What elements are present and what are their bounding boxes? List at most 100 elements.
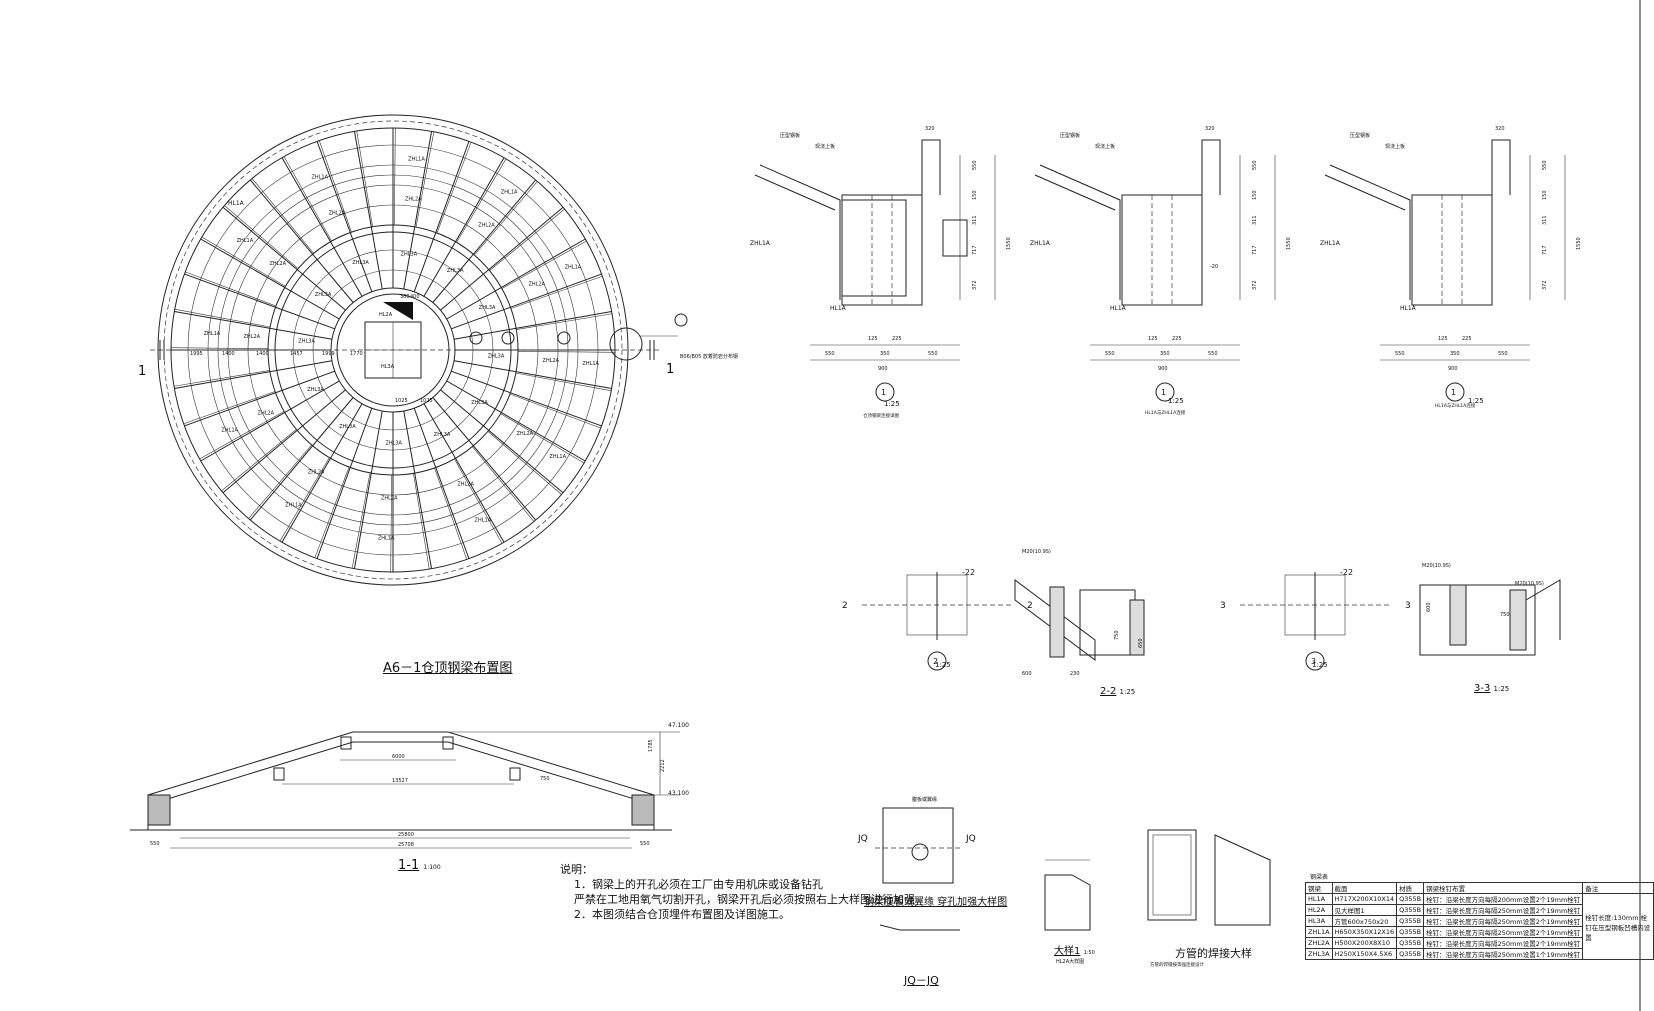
table-cell: Q355B: [1396, 937, 1425, 949]
slab-edge: [1034, 174, 1116, 211]
jq-plate: [882, 807, 954, 884]
section-mark: 3: [1405, 601, 1411, 611]
detail-circle: [1155, 382, 1175, 402]
detail-number: 1: [1451, 388, 1456, 397]
axis-marker: [501, 331, 515, 345]
plan-view: ZHL1AZHL2AZHL3AZHL1AZHL2AZHL3AZHL1AZHL2A…: [150, 114, 688, 586]
detail-dim: 225: [1172, 336, 1182, 342]
radial-beam: [489, 208, 565, 271]
detail-dim: 320: [925, 126, 935, 132]
table-header: 钢梁栓钉布置: [1423, 882, 1584, 894]
detail-dim: 311: [1252, 215, 1258, 225]
beam-label: ZHL2A: [270, 261, 287, 267]
radial-beam: [440, 389, 564, 494]
radial-beam: [222, 389, 346, 494]
notes-item: 1．钢梁上的开孔必须在工厂由专用机床或设备钻孔: [574, 878, 823, 891]
detail-dim: 372: [1542, 280, 1548, 290]
bolt-label: M20(10.9S): [1515, 581, 1544, 587]
table-remark: 栓钉长度:130mm 栓钉在压型钢板凹槽内设置: [1582, 893, 1654, 960]
table-header-row: 钢梁 截面 材质 钢梁栓钉布置 备注: [1305, 882, 1654, 894]
table-cell: H717X200X10X14: [1331, 893, 1398, 905]
detail-label: 压型钢板: [780, 132, 800, 139]
table-header: 备注: [1582, 882, 1654, 894]
beam-3-3: [1525, 579, 1561, 640]
table-cell: HL1A: [1305, 893, 1333, 905]
detail-dim: 600: [1426, 602, 1432, 612]
detail-dim: 1550: [1286, 237, 1292, 250]
detail-dim: 550: [1542, 160, 1548, 170]
callout-circle: [609, 327, 643, 361]
beam-label: ZHL3A: [307, 387, 324, 393]
radial-beam: [454, 458, 503, 544]
beam-section: [340, 736, 352, 750]
radial-beam: [436, 142, 472, 234]
beam-label: ZHL1A: [549, 454, 566, 460]
radial-beam: [353, 131, 383, 290]
radial-beam: [171, 347, 269, 349]
detail-circle: [927, 651, 947, 671]
detail-dim: 900: [1448, 366, 1458, 372]
radial-beam: [249, 397, 354, 521]
radial-beam: [279, 457, 330, 542]
big1-scale: 1:50: [1083, 950, 1095, 956]
beam-label: ZHL2A: [457, 481, 474, 487]
radial-beam: [283, 156, 332, 242]
radial-beam: [413, 141, 470, 292]
parapet: [1491, 139, 1511, 195]
ring-beam-left: [147, 794, 171, 826]
beam-label: ZHL1A: [285, 502, 302, 508]
slab-edge: [1324, 174, 1406, 211]
section-title-text: 1-1: [398, 858, 420, 873]
radial-beam: [516, 313, 613, 330]
jq-label-left: JQ: [858, 834, 868, 844]
radial-beam: [423, 157, 505, 297]
radial-beam: [487, 431, 562, 495]
table-cell: 栓钉：沿梁长度方向每隔200mm设置2个19mm栓钉: [1423, 893, 1584, 905]
plan-dim: 380: [400, 294, 410, 300]
detail33-scale: 1:25: [1493, 685, 1510, 693]
section-dim: 1785: [648, 739, 654, 752]
radial-beam: [200, 238, 340, 320]
section-dim: 13527: [392, 778, 408, 784]
radial-beam: [432, 179, 537, 303]
jq-hole: [911, 843, 929, 861]
radial-beam: [351, 472, 371, 569]
detail-dim: 717: [1252, 245, 1258, 255]
table-row: ZHL1A H650X350X12X16 Q355B 栓钉：沿梁长度方向每隔25…: [1305, 926, 1654, 938]
beam-label: ZHL2A: [243, 334, 260, 340]
beam-label: ZHL1A: [237, 238, 254, 244]
detail1b-caption: HL1A与ZHL1A连接: [1145, 411, 1186, 416]
radial-beam: [353, 410, 383, 569]
radial-beam: [413, 473, 430, 570]
radial-beam: [174, 310, 333, 340]
beam-label: ZHL1A: [501, 190, 518, 196]
radial-beam: [515, 372, 612, 392]
ring-beam: [1121, 194, 1203, 306]
ring-beam: [1411, 194, 1493, 306]
detail-dim: 230: [1070, 671, 1080, 677]
plan-dim: 1400: [222, 351, 235, 357]
detail-dim: 1550: [1576, 237, 1582, 250]
plate-label: -22: [1340, 568, 1353, 577]
beam-label: ZHL1A: [565, 264, 582, 270]
notes-item: 2．本图须结合仓顶埋件布置图及详图施工。: [574, 908, 790, 921]
radial-beam: [200, 380, 340, 462]
table-cell: H650X350X12X16: [1331, 926, 1398, 938]
jq-section-line: [879, 924, 901, 931]
radial-beam: [413, 408, 470, 559]
radial-beam: [199, 411, 285, 460]
detail-dim: 650: [1138, 638, 1144, 648]
square-tube: [1147, 829, 1197, 921]
axis-marker: [674, 313, 688, 327]
detail-dim: 717: [972, 245, 978, 255]
radial-beam: [415, 131, 435, 228]
radial-beam: [173, 370, 270, 387]
rebar-cage: [841, 199, 907, 297]
big1-title: 大样1: [1054, 946, 1081, 957]
ring-3-3: [1419, 584, 1536, 656]
plan-dim: 1995: [190, 351, 203, 357]
detail-dim: 320: [1495, 126, 1505, 132]
detail-dim: 900: [1158, 366, 1168, 372]
detail1c-scale: 1:25: [1468, 397, 1484, 405]
plan-dim: 1999: [322, 351, 335, 357]
